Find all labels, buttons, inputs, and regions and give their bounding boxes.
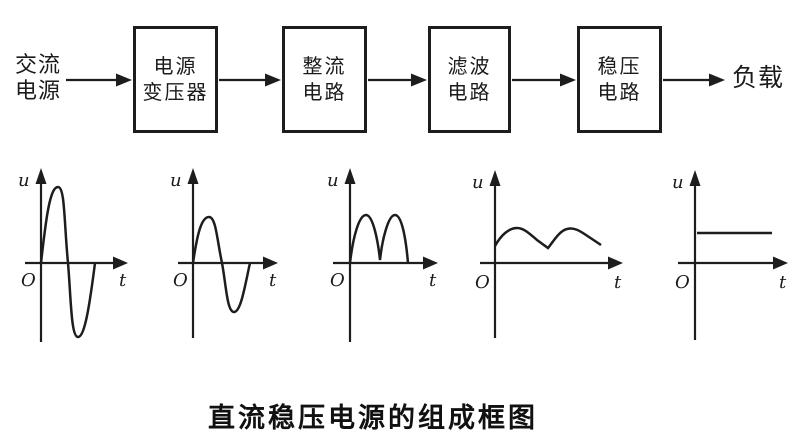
y-axis-arrow-icon (344, 168, 356, 184)
diagram-caption: 直流稳压电源的组成框图 (208, 403, 538, 433)
flow-box-regulator: 稳压 电路 (577, 26, 662, 133)
ac-source-label-line2: 电源 (14, 78, 61, 103)
x-axis-arrow-icon (113, 256, 128, 270)
x-axis-arrow-icon (263, 256, 278, 270)
ac-source-label-line1: 交流 (14, 52, 61, 77)
origin-label: O (330, 270, 345, 291)
regulator-label-line1: 稳压 (597, 55, 642, 78)
flow-arrow-input (66, 73, 132, 87)
load-label: 负载 (732, 64, 785, 92)
waveform-curve-ripple (493, 226, 602, 250)
filter-label-line1: 滤波 (447, 55, 492, 78)
waveform-curve-small-sine (191, 215, 252, 314)
waveform-curve-large-sine (39, 185, 97, 339)
x-axis-label: t (614, 272, 622, 293)
origin-label: O (21, 270, 36, 291)
waveform-plot-ac-input (25, 168, 128, 342)
flow-arrow-regulator-to-load (663, 73, 725, 87)
x-axis-arrow-icon (773, 256, 788, 270)
y-axis-arrow-icon (35, 168, 47, 184)
x-axis-label: t (119, 270, 127, 291)
transformer-label-line1: 电源 (153, 55, 198, 78)
regulator-label-line2: 电路 (597, 81, 642, 104)
rectifier-label-line1: 整流 (302, 55, 347, 78)
x-axis-label: t (429, 270, 437, 291)
origin-label: O (475, 272, 490, 293)
x-axis-arrow-icon (608, 256, 623, 270)
y-axis-label: u (672, 172, 684, 193)
flow-arrow-transformer-to-rectifier (219, 73, 281, 87)
waveform-plot-rectifier-output (333, 168, 438, 342)
origin-label: O (675, 272, 690, 293)
flow-box-filter: 滤波 电路 (428, 26, 511, 133)
flow-arrow-rectifier-to-filter (368, 73, 427, 87)
y-axis-arrow-icon (489, 170, 501, 186)
transformer-label-line2: 变压器 (142, 81, 209, 104)
filter-label-line2: 电路 (447, 81, 492, 104)
flow-arrow-filter-to-regulator (512, 73, 576, 87)
x-axis-label: t (779, 272, 787, 293)
flow-box-rectifier: 整流 电路 (282, 26, 367, 133)
ac-source-label: 交流 电源 (10, 52, 66, 104)
x-axis-arrow-icon (423, 256, 438, 270)
flow-box-transformer: 电源 变压器 (133, 26, 218, 133)
waveform-curve-rectified-humps (348, 213, 410, 264)
y-axis-arrow-icon (689, 170, 701, 186)
rectifier-label-line2: 电路 (302, 81, 347, 104)
waveform-plot-filter-output (480, 170, 623, 338)
y-axis-arrow-icon (187, 168, 199, 184)
waveform-plot-regulator-output (678, 170, 788, 340)
origin-label: O (173, 270, 188, 291)
y-axis-label: u (18, 170, 30, 191)
y-axis-label: u (170, 170, 182, 191)
x-axis-label: t (269, 270, 277, 291)
y-axis-label: u (327, 170, 339, 191)
waveform-plot-transformer-output (178, 168, 278, 338)
y-axis-label: u (472, 172, 484, 193)
